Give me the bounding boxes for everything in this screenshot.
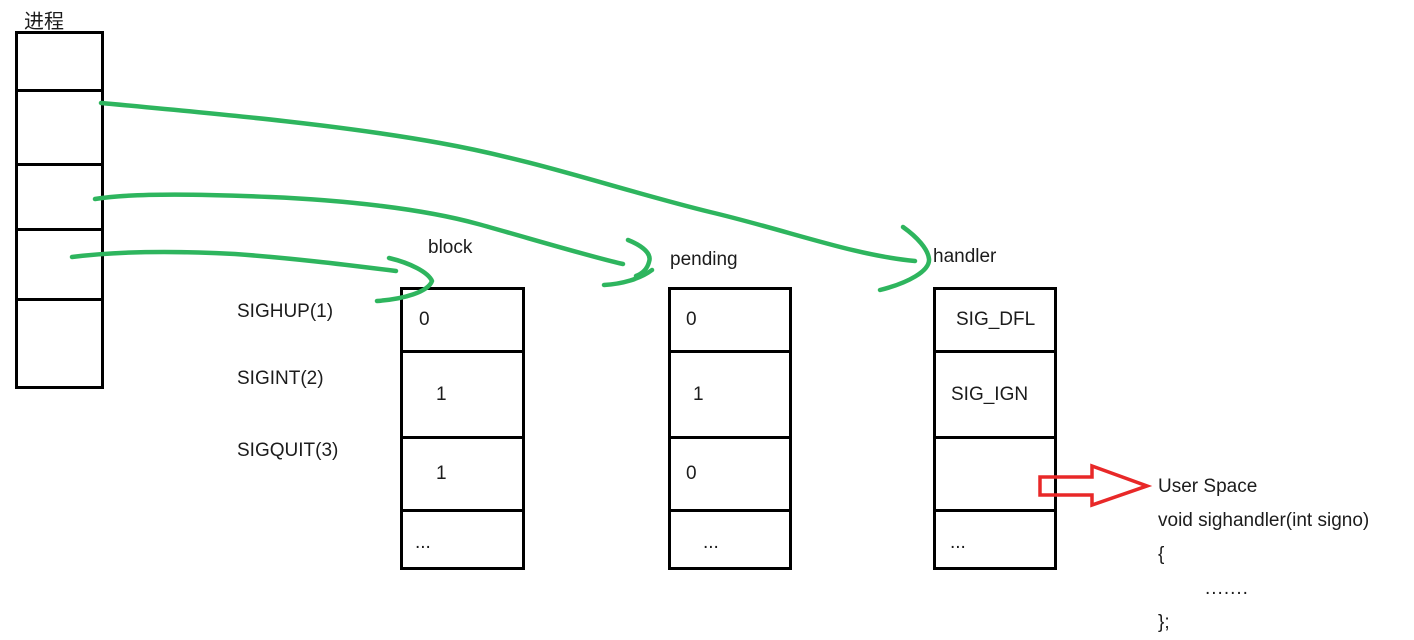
signal-label-sigquit: SIGQUIT(3) bbox=[237, 440, 339, 461]
handler-table-label: handler bbox=[933, 246, 997, 267]
table-cell: ... bbox=[403, 509, 522, 573]
green-arrowhead-handler bbox=[877, 224, 932, 293]
user-space-line: }; bbox=[1158, 612, 1170, 633]
user-space-line: User Space bbox=[1158, 476, 1258, 497]
table-cell: 0 bbox=[671, 436, 789, 509]
pending-table-label: pending bbox=[670, 249, 738, 270]
process-cell bbox=[18, 163, 101, 228]
pending-table: 0 1 0 ... bbox=[668, 287, 792, 570]
user-space-code: User Space void sighandler(int signo) { … bbox=[1158, 470, 1369, 640]
green-arrow-to-handler bbox=[98, 100, 918, 264]
table-cell: 0 bbox=[686, 309, 697, 330]
user-space-line: { bbox=[1158, 544, 1165, 565]
process-column bbox=[15, 31, 104, 389]
user-space-line: ....... bbox=[1205, 578, 1249, 599]
user-space-line: void sighandler(int signo) bbox=[1158, 510, 1370, 531]
process-cell bbox=[18, 298, 101, 386]
process-label: 进程 bbox=[24, 11, 64, 33]
handler-table: SIG_DFL SIG_IGN ... bbox=[933, 287, 1057, 570]
process-cell bbox=[18, 228, 101, 298]
table-cell bbox=[936, 436, 1054, 509]
table-cell: 1 bbox=[403, 350, 522, 436]
table-cell: SIG_DFL bbox=[956, 309, 1036, 330]
table-cell: ... bbox=[936, 509, 1054, 573]
table-cell: 1 bbox=[403, 436, 522, 509]
green-arrow-to-block bbox=[69, 249, 399, 274]
process-cell bbox=[18, 89, 101, 163]
table-cell: 0 bbox=[419, 309, 430, 330]
table-cell: SIG_IGN bbox=[936, 350, 1054, 436]
signal-label-sighup: SIGHUP(1) bbox=[237, 301, 334, 322]
green-arrowhead-pending-top bbox=[625, 237, 652, 279]
green-arrow-to-pending bbox=[92, 192, 626, 267]
green-arrowhead-pending-bottom bbox=[601, 267, 655, 288]
block-table-label: block bbox=[428, 237, 473, 258]
table-cell: ... bbox=[671, 509, 789, 573]
block-table: 0 1 1 ... bbox=[400, 287, 525, 570]
signal-label-sigint: SIGINT(2) bbox=[237, 368, 324, 389]
table-cell: 1 bbox=[671, 350, 789, 436]
process-cell bbox=[18, 34, 101, 89]
